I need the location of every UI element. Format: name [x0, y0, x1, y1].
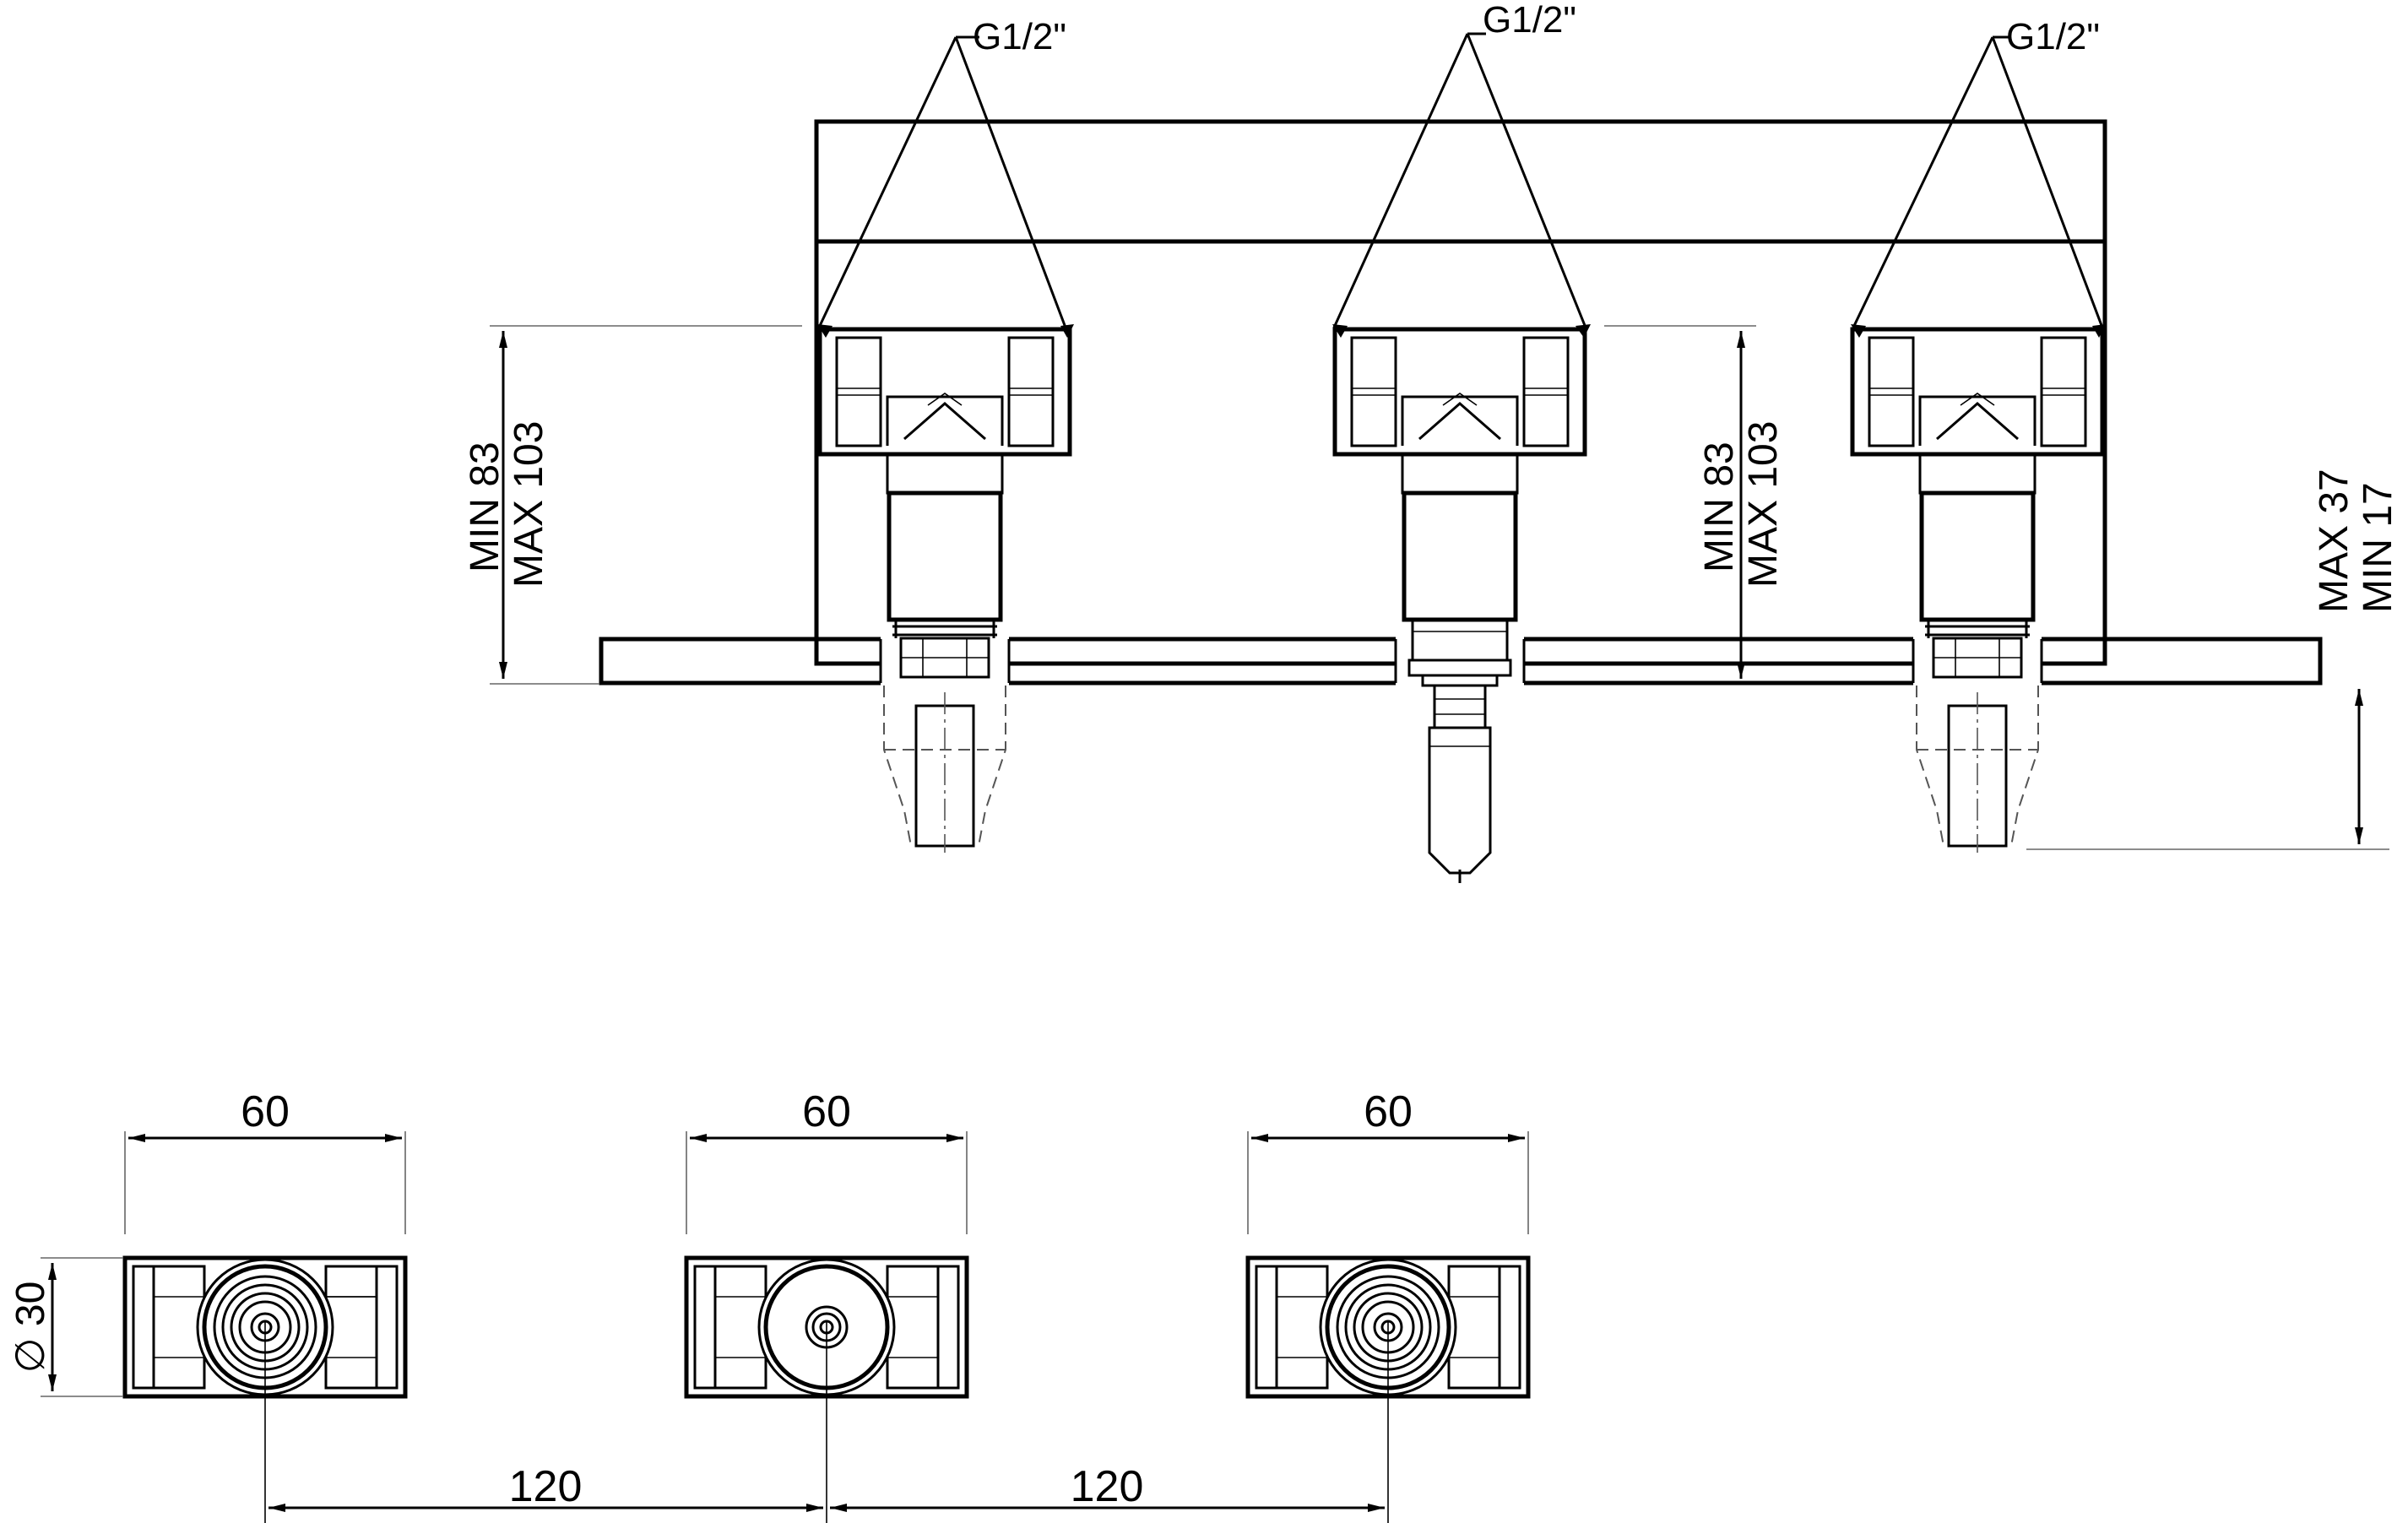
- dimension-middle-max-label: MAX 103: [1741, 421, 1786, 588]
- thread-leaders: [817, 32, 2106, 338]
- side-view: G1/2" G1/2" G1/2" MIN 83 MAX 103 MIN 83 …: [463, 0, 2400, 883]
- dimension-right-max-label: MAX 37: [2312, 469, 2356, 613]
- dimension-middle-min-label: MIN 83: [1697, 442, 1742, 572]
- thread-label-middle: G1/2": [1483, 0, 1576, 41]
- width-label-right: 60: [1364, 1087, 1413, 1136]
- valve-body-left: [817, 327, 1072, 853]
- spacing-label-2: 120: [1071, 1462, 1144, 1511]
- thread-label-left: G1/2": [973, 16, 1066, 57]
- dimension-left-min-label: MIN 83: [463, 442, 507, 572]
- valve-body-right: [1850, 327, 2105, 853]
- valve-body-middle: [1332, 327, 1587, 883]
- width-label-left: 60: [241, 1087, 290, 1136]
- diameter-label: ∅ 30: [8, 1282, 53, 1374]
- width-label-middle: 60: [802, 1087, 851, 1136]
- top-view-body-right: [1245, 1255, 1531, 1523]
- top-view-body-left: [122, 1255, 408, 1523]
- width-dimension-left: [124, 1131, 406, 1234]
- dimension-left-max-label: MAX 103: [507, 421, 551, 588]
- width-dimension-middle: [686, 1131, 968, 1234]
- top-view-body-middle: [684, 1255, 969, 1523]
- thread-label-right: G1/2": [2006, 16, 2100, 57]
- dimension-right-depth: [2026, 689, 2389, 850]
- width-dimension-right: [1247, 1131, 1529, 1234]
- spacing-label-1: 120: [509, 1462, 583, 1511]
- dimension-middle-height: [1604, 325, 1756, 679]
- dimension-left-height: [490, 325, 802, 685]
- diameter-dimension: [41, 1257, 123, 1397]
- dimension-right-min-label: MIN 17: [2356, 482, 2400, 613]
- top-view: 60 60 60 ∅ 30 120 120: [8, 1087, 1531, 1523]
